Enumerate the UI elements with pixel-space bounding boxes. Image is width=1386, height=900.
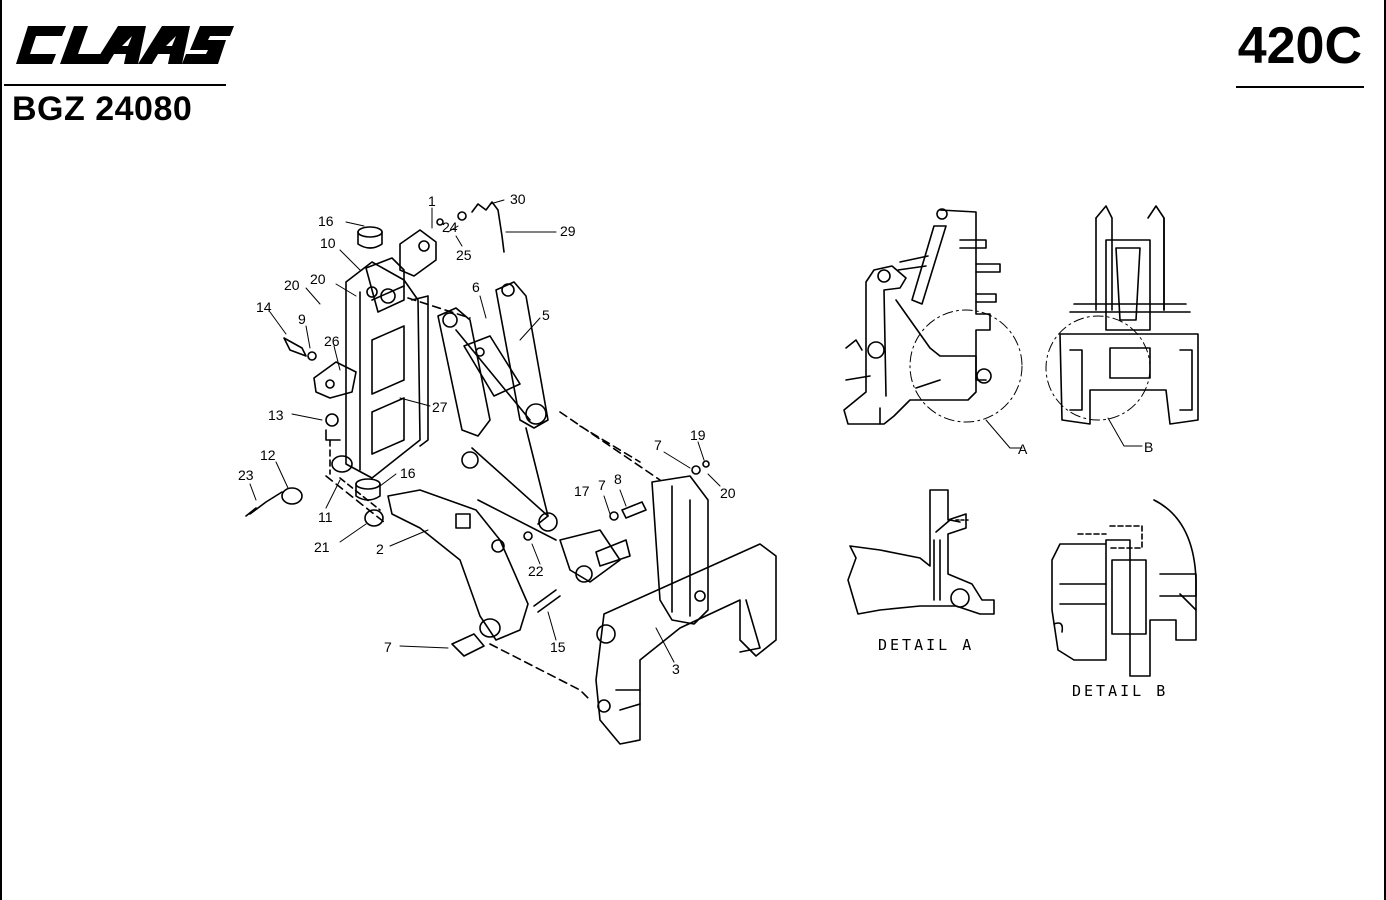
callout-30: 30 (510, 191, 526, 207)
document-code: BGZ 24080 (12, 90, 193, 128)
detail-b-title: DETAIL B (1072, 682, 1169, 700)
callout-23: 23 (238, 467, 254, 483)
main-assembly (245, 201, 777, 745)
callout-14: 14 (256, 299, 272, 315)
model-code: 420C (1237, 17, 1362, 75)
callout-8: 8 (614, 471, 622, 487)
callout-numbers: 16 1 30 29 24 25 10 20 20 14 9 26 13 27 … (238, 191, 736, 677)
front-view (1045, 205, 1199, 447)
callout-16-bottom: 16 (400, 465, 416, 481)
callout-16-top: 16 (318, 213, 334, 229)
callout-15: 15 (550, 639, 566, 655)
callout-12: 12 (260, 447, 276, 463)
detail-b-drawing (1051, 499, 1197, 677)
callout-25: 25 (456, 247, 472, 263)
side-view (843, 208, 1023, 449)
callout-19: 20 (284, 277, 300, 293)
callout-26: 26 (324, 333, 340, 349)
callout-5: 6 (472, 279, 480, 295)
page-border-right (1384, 0, 1386, 900)
page-border-left (0, 0, 2, 900)
claas-logo (16, 26, 234, 64)
detail-a-marker: A (1018, 441, 1028, 457)
callout-1: 1 (428, 193, 436, 209)
callout-21: 21 (314, 539, 330, 555)
callout-29: 29 (560, 223, 576, 239)
callout-18: 19 (690, 427, 706, 443)
callout-2: 2 (376, 541, 384, 557)
detail-a-drawing (847, 489, 995, 615)
detail-a-title: DETAIL A (878, 636, 975, 654)
header-rule-right (1236, 86, 1364, 88)
callout-7-lower: 7 (598, 477, 606, 493)
callout-3: 3 (672, 661, 680, 677)
callout-leaders (249, 199, 721, 663)
callout-9: 9 (298, 311, 306, 327)
callout-24: 24 (442, 219, 458, 235)
callout-20-right: 20 (720, 485, 736, 501)
callout-17: 17 (574, 483, 590, 499)
callout-20-left: 20 (310, 271, 326, 287)
callout-27: 27 (432, 399, 448, 415)
callout-6: 7 (384, 639, 392, 655)
callout-4: 5 (542, 307, 550, 323)
detail-b-marker: B (1144, 439, 1153, 455)
callout-7-upper: 7 (654, 437, 662, 453)
callout-13: 13 (268, 407, 284, 423)
callout-10: 10 (320, 235, 336, 251)
header-rule-left (4, 84, 226, 86)
callout-11: 11 (318, 509, 333, 525)
callout-22: 22 (528, 563, 544, 579)
